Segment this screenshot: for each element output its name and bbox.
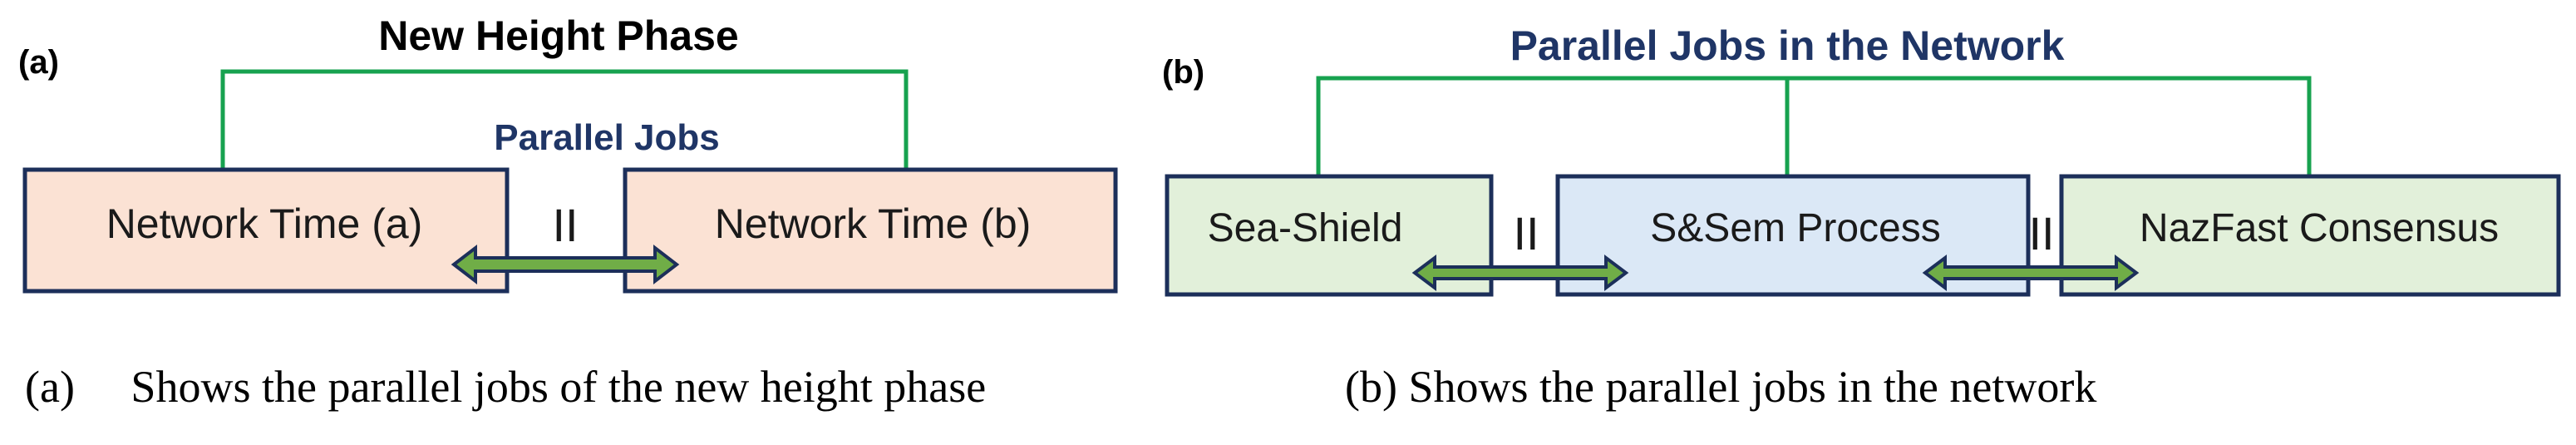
panel-b-parallel-symbol-1: II [1513, 207, 1539, 260]
panel-b-parallel-symbol-2: II [2028, 207, 2054, 260]
panel-a-double-arrow [451, 244, 680, 285]
network-time-b-label: Network Time (b) [715, 200, 1032, 247]
panel-b-double-arrow-2 [1922, 255, 2140, 291]
panel-a-subtitle: Parallel Jobs [494, 117, 719, 158]
panel-a-title: New Height Phase [378, 12, 738, 59]
panel-b-connector [1316, 76, 2312, 175]
network-time-a-box [22, 167, 510, 294]
panel-a-parallel-symbol: II [552, 199, 578, 251]
network-time-b-box [623, 167, 1118, 294]
nazfast-consensus-box [2059, 174, 2561, 297]
panel-b-title: Parallel Jobs in the Network [1510, 22, 2065, 69]
caption-b: (b) Shows the parallel jobs in the netwo… [1345, 362, 2097, 412]
nazfast-consensus-label: NazFast Consensus [2140, 206, 2499, 250]
network-time-a-label: Network Time (a) [106, 200, 423, 247]
panel-b-tag: (b) [1162, 54, 1204, 91]
panel-a-tag: (a) [18, 44, 59, 81]
panel-a: (a) New Height Phase Parallel Jobs Netwo… [18, 12, 1118, 294]
panel-a-connector [220, 69, 909, 168]
caption-a: (a) Shows the parallel jobs of the new h… [25, 362, 987, 412]
ssem-process-label: S&Sem Process [1650, 206, 1940, 250]
panel-b-double-arrow-1 [1411, 255, 1629, 291]
sea-shield-label: Sea-Shield [1208, 206, 1403, 250]
panel-b: (b) Parallel Jobs in the Network Sea-Shi… [1162, 22, 2561, 297]
